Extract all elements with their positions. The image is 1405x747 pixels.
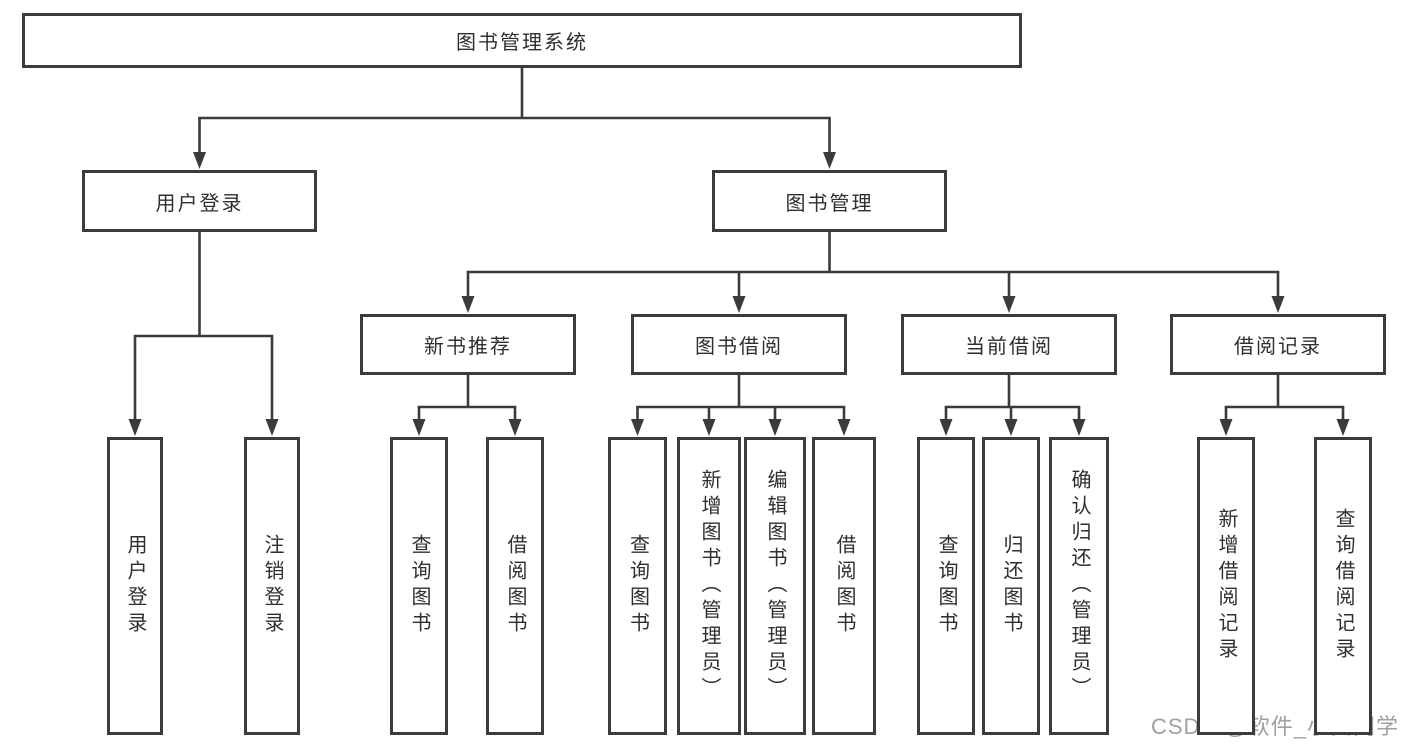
arrowhead-icon-bookmgmt: [823, 152, 836, 169]
arrowhead-icon-records-query: [1336, 419, 1350, 436]
arrowhead-icon-login-logout: [265, 419, 279, 436]
node-newbook-borrow: 借阅图书: [486, 437, 544, 735]
node-label-bookmgmt: 图书管理: [785, 192, 874, 215]
node-label-login: 用户登录: [155, 192, 244, 215]
node-current-query: 查询图书: [917, 437, 975, 735]
arrowhead-icon-current-query: [939, 419, 953, 436]
node-label-current-return: 归还图书: [1000, 534, 1022, 638]
node-label-records-query: 查询借阅记录: [1332, 508, 1354, 664]
arrowhead-icon-current-return: [1004, 419, 1018, 436]
node-label-login-logout: 注销登录: [261, 534, 283, 638]
node-label-records: 借阅记录: [1234, 336, 1322, 358]
node-label-newbook-query: 查询图书: [408, 534, 430, 638]
node-bookmgmt: 图书管理: [712, 170, 947, 232]
node-newbook: 新书推荐: [360, 314, 576, 375]
node-label-login-user: 用户登录: [124, 534, 146, 638]
node-root: 图书管理系统: [22, 13, 1022, 68]
arrowhead-icon-login: [193, 152, 206, 169]
node-borrow-add: 新增图书（管理员）: [677, 437, 741, 735]
arrowhead-icon-current-confirm: [1072, 419, 1086, 436]
node-label-borrow-add: 新增图书（管理员）: [698, 469, 720, 703]
arrowhead-icon-login-user: [128, 419, 142, 436]
node-label-current: 当前借阅: [965, 336, 1053, 358]
node-label-borrow: 图书借阅: [695, 336, 783, 358]
arrowhead-icon-newbook-borrow: [508, 419, 522, 436]
node-label-borrow-borrow: 借阅图书: [833, 534, 855, 638]
node-borrow-edit: 编辑图书（管理员）: [744, 437, 806, 735]
node-borrow: 图书借阅: [631, 314, 847, 375]
node-login-user: 用户登录: [107, 437, 163, 735]
arrowhead-icon-borrow-edit: [768, 419, 782, 436]
arrowhead-icon-newbook-query: [412, 419, 426, 436]
node-label-borrow-query: 查询图书: [626, 534, 649, 638]
node-records: 借阅记录: [1170, 314, 1386, 375]
node-borrow-query: 查询图书: [608, 437, 667, 735]
node-current: 当前借阅: [901, 314, 1117, 375]
node-label-current-confirm: 确认归还（管理员）: [1068, 469, 1090, 703]
node-current-return: 归还图书: [982, 437, 1040, 735]
node-label-root: 图书管理系统: [456, 32, 588, 54]
arrowhead-icon-borrow-add: [702, 419, 716, 436]
node-label-newbook: 新书推荐: [424, 336, 512, 358]
node-records-add: 新增借阅记录: [1197, 437, 1255, 735]
node-label-current-query: 查询图书: [935, 534, 957, 638]
node-label-borrow-edit: 编辑图书（管理员）: [764, 469, 786, 703]
node-records-query: 查询借阅记录: [1314, 437, 1372, 735]
arrowhead-icon-newbook: [461, 296, 475, 313]
node-borrow-borrow: 借阅图书: [812, 437, 876, 735]
arrowhead-icon-borrow-query: [631, 419, 644, 436]
node-label-records-add: 新增借阅记录: [1215, 508, 1237, 664]
node-login: 用户登录: [82, 170, 317, 232]
node-current-confirm: 确认归还（管理员）: [1049, 437, 1109, 735]
arrowhead-icon-records: [1271, 296, 1285, 313]
arrowhead-icon-records-add: [1219, 419, 1233, 436]
node-login-logout: 注销登录: [244, 437, 300, 735]
node-label-newbook-borrow: 借阅图书: [504, 534, 526, 638]
arrowhead-icon-borrow: [732, 296, 746, 313]
arrowhead-icon-current: [1002, 296, 1016, 313]
arrowhead-icon-borrow-borrow: [837, 419, 851, 436]
node-newbook-query: 查询图书: [390, 437, 448, 735]
